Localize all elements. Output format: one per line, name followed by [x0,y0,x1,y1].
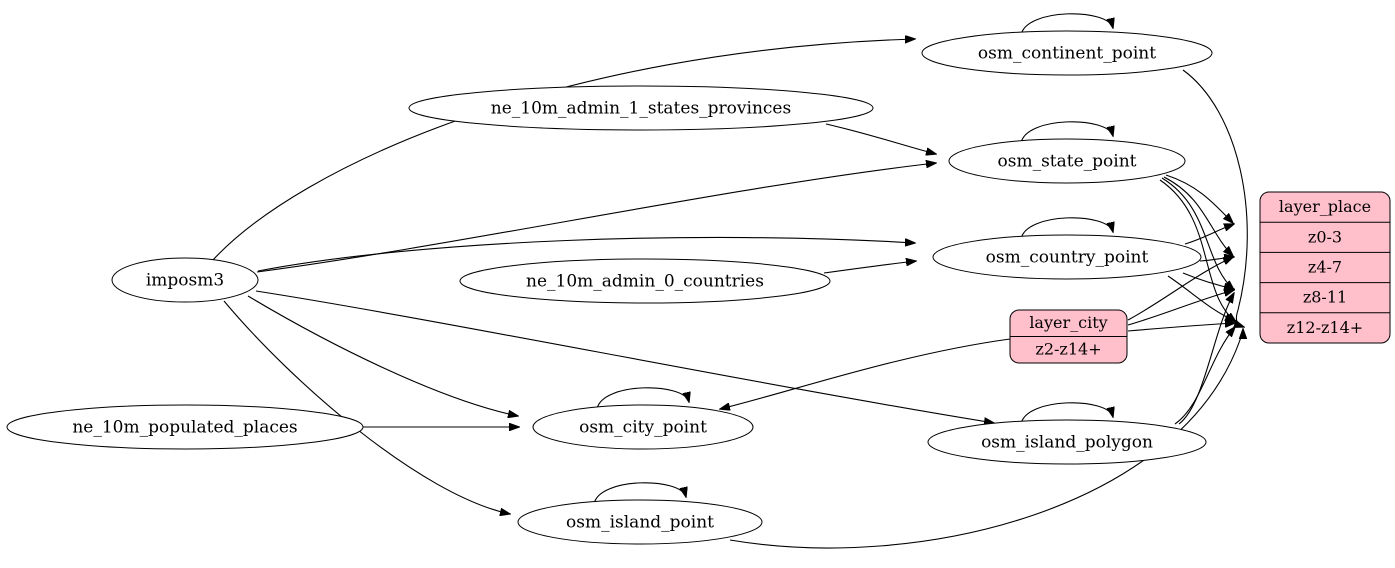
edge-self-osm_continent_point [1020,13,1113,36]
edge-imposm3-to-osm_country_point [257,236,915,272]
node-ne_10m_populated_places[interactable]: ne_10m_populated_places [6,404,364,450]
edge-layer_city-to-layer_place-z4-7 [1127,257,1233,321]
edge-osm_island_polygon-to-layer_place-z8-11 [1178,293,1234,425]
edge-layer_city-to-osm_city_point [720,338,1011,409]
edge-osm_country_point-to-layer_place-z0-3 [1184,224,1234,245]
record-layer_place-row-2: z4-7 [1308,258,1342,277]
record-layer: layer_city z2-z14+ layer_place z0-3 z4-7… [1009,191,1391,364]
edge-osm_state_point-to-layer_place-z8-11 [1161,177,1234,290]
edge-layer_city-to-layer_place-z12 [1127,323,1235,332]
node-label-osm_island_point: osm_island_point [566,513,714,533]
node-label-osm_country_point: osm_country_point [986,248,1149,268]
record-layer_city[interactable]: layer_city z2-z14+ [1009,309,1128,364]
edge-osm_state_point-to-layer_place-z12 [1159,179,1236,322]
node-osm_country_point[interactable]: osm_country_point [932,234,1202,280]
edge-self-osm_island_point [593,482,686,505]
edge-self-osm_country_point [1020,217,1113,240]
node-label-ne_10m_admin_1_states_provinces: ne_10m_admin_1_states_provinces [491,99,791,119]
edge-osm_state_point-to-layer_place-z4-7 [1163,176,1233,256]
node-label-ne_10m_admin_0_countries: ne_10m_admin_0_countries [526,272,764,292]
node-osm_city_point[interactable]: osm_city_point [532,404,754,450]
node-label-osm_continent_point: osm_continent_point [978,44,1156,64]
edge-self-osm_island_polygon [1020,402,1113,425]
node-label-imposm3: imposm3 [146,271,224,291]
edge-ne_10m_admin_1_states_provinces-to-osm_state_point [825,123,936,154]
edge-imposm3-to-osm_state_point [256,163,936,273]
record-layer_place-row-4: z12-z14+ [1287,318,1363,337]
record-layer_place-row-1: z0-3 [1308,227,1342,246]
edge-imposm3-to-osm_island_polygon [255,290,994,423]
node-layer: imposm3 ne_10m_admin_1_states_provinces … [6,30,1213,545]
edge-imposm3-to-osm_continent_point [211,39,915,262]
edge-self-osm_state_point [1020,121,1113,144]
record-layer_city-row-0: layer_city [1029,313,1107,332]
edge-layer [211,13,1248,549]
record-layer_place-row-0: layer_place [1279,197,1371,216]
node-ne_10m_admin_0_countries[interactable]: ne_10m_admin_0_countries [459,258,831,304]
node-osm_island_point[interactable]: osm_island_point [517,499,763,545]
edge-imposm3-to-osm_city_point [247,295,518,416]
node-osm_island_polygon[interactable]: osm_island_polygon [927,419,1207,465]
node-osm_continent_point[interactable]: osm_continent_point [921,30,1213,76]
record-layer_place[interactable]: layer_place z0-3 z4-7 z8-11 z12-z14+ [1259,191,1391,344]
node-imposm3[interactable]: imposm3 [111,257,259,303]
record-layer_city-row-1: z2-z14+ [1035,340,1101,359]
node-label-osm_island_polygon: osm_island_polygon [981,433,1153,453]
node-label-osm_state_point: osm_state_point [998,152,1137,172]
record-layer_place-row-3: z8-11 [1303,288,1347,307]
node-osm_state_point[interactable]: osm_state_point [948,138,1186,184]
edge-ne_10m_admin_0_countries-to-osm_country_point [823,261,916,274]
edge-osm_country_point-to-layer_place-z8-11 [1182,272,1234,289]
edge-self-osm_city_point [596,387,689,410]
edge-osm_island_point-to-layer_place-z12 [729,329,1243,549]
node-ne_10m_admin_1_states_provinces[interactable]: ne_10m_admin_1_states_provinces [408,85,874,131]
node-label-osm_city_point: osm_city_point [579,418,707,438]
edge-osm_state_point-to-layer_place-z0-3 [1165,174,1233,223]
node-label-ne_10m_populated_places: ne_10m_populated_places [72,418,297,438]
edge-osm_island_polygon-to-layer_place-z12 [1174,327,1235,425]
edge-layer_city-to-layer_place-z8-11 [1127,290,1234,326]
